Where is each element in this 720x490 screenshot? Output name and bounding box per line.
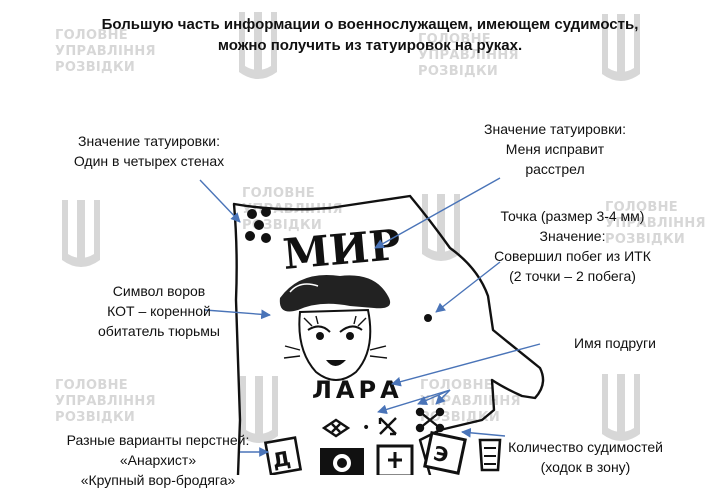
tattoo-word-mir: МИР [281, 220, 403, 279]
label-four-walls: Значение татуировки: Один в четырех стен… [73, 133, 225, 169]
watermark-text: ГОЛОВНЕ УПРАВЛІННЯ РОЗВІДКИ [55, 28, 156, 75]
callout-arrows [199, 177, 541, 457]
label-girlfriend: Имя подруги [574, 335, 656, 351]
escape-dot-tattoo [424, 314, 432, 322]
cat-tattoo [279, 274, 391, 381]
label-escape-dot: Точка (размер 3-4 мм) Значение: Совершил… [494, 208, 651, 284]
label-execution: Значение татуировки: Меня исправит расст… [484, 121, 626, 177]
ring-letter-d: Д [271, 446, 293, 473]
hand-tattoo-illustration: МИР ЛАРА • Д Э [199, 177, 545, 475]
finger-symbols [321, 407, 445, 438]
label-rings: Разные варианты перстней: «Анархист» «Кр… [66, 432, 250, 488]
trident-icon [239, 12, 277, 79]
trident-icon [62, 200, 100, 267]
ring-tattoos [263, 431, 502, 475]
trident-icon [422, 194, 460, 261]
tattoo-name-lara: ЛАРА [312, 376, 403, 404]
trident-icon [602, 374, 640, 441]
watermark-text: ГОЛОВНЕ УПРАВЛІННЯ РОЗВІДКИ [418, 32, 519, 79]
trident-icon [602, 14, 640, 81]
hand-outline [232, 194, 545, 475]
four-dots-tattoo [245, 207, 271, 243]
watermark-text: ГОЛОВНЕ УПРАВЛІННЯ РОЗВІДКИ [605, 200, 706, 247]
trident-icon [240, 376, 278, 443]
label-cat: Символ воров КОТ – коренной обитатель тю… [98, 283, 220, 339]
label-convictions: Количество судимостей (ходок в зону) [508, 439, 663, 475]
finger-symbol-dots: • [362, 420, 370, 436]
watermark-text: ГОЛОВНЕ УПРАВЛІННЯ РОЗВІДКИ [55, 378, 156, 425]
page-heading: Большую часть информации о военнослужаще… [101, 16, 639, 54]
ring-letter-e: Э [431, 441, 450, 468]
